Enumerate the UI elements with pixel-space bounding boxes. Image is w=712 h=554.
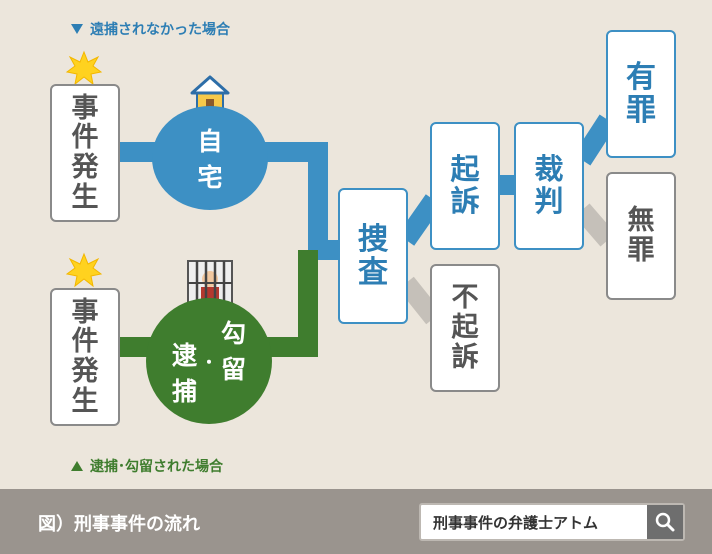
search-icon [655,512,675,532]
legend-not-arrested: 遠捕されなかった場合 [70,19,230,39]
incident-box-top: 事件発生 [50,84,120,222]
search-button[interactable] [647,505,683,539]
arrest-circle: 逮捕 ・ 勾留 [146,298,272,424]
investigation-box: 捜査 [338,188,408,324]
connector-trial-notguilty [574,203,616,247]
indictment-box: 起訴 [430,122,500,250]
incident-box-bottom: 事件発生 [50,288,120,426]
triangle-down-icon [71,24,83,34]
connector-investigation-indictment [397,194,443,246]
home-circle: 自宅 [152,106,268,210]
star-burst-icon [65,252,103,288]
legend-arrested: 逮捕･勾留された場合 [70,456,223,476]
connector-trial-guilty [573,114,617,166]
connector-investigation-nonindictment [398,276,442,325]
not-guilty-box: 無罪 [606,172,676,300]
star-burst-icon [65,50,103,86]
guilty-box: 有罪 [606,30,676,158]
triangle-up-icon [71,461,83,471]
search-text[interactable]: 刑事事件の弁護士アトム [433,513,599,532]
trial-box: 裁判 [514,122,584,250]
search-box[interactable]: 刑事事件の弁護士アトム [419,503,685,541]
figure-caption: 図）刑事事件の流れ [38,514,200,535]
non-indictment-box: 不起訴 [430,264,500,392]
